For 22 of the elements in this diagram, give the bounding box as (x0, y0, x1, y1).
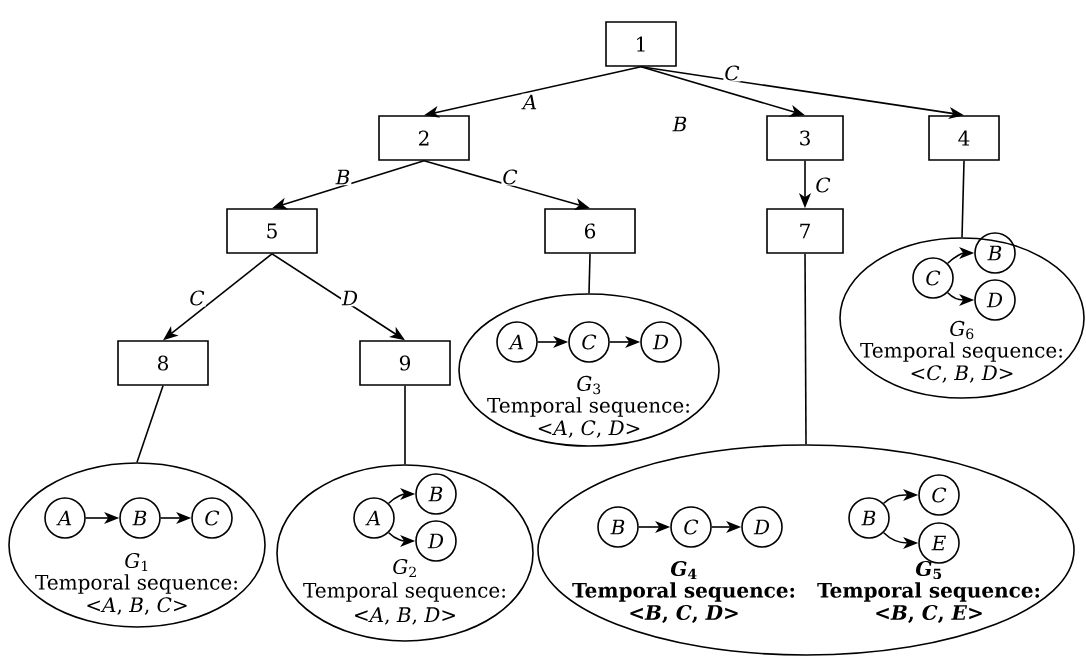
edge-label: A (521, 93, 539, 111)
connector-line (588, 253, 591, 294)
connector-line (961, 160, 965, 238)
tree-node-box: 3 (766, 115, 844, 161)
connector-line (404, 385, 406, 465)
tree-node-box: 8 (117, 340, 209, 386)
edge-label: C (814, 176, 832, 194)
edge-label: B (671, 115, 689, 133)
tree-node-box: 4 (928, 115, 1000, 161)
tree-node-box: 7 (766, 208, 844, 254)
tree-node-box: 9 (359, 340, 451, 386)
edge-label: C (723, 64, 741, 82)
tree-node-box: 6 (544, 208, 636, 254)
connector-line (136, 385, 164, 463)
connector-line (804, 253, 807, 445)
edge-label: C (188, 289, 206, 307)
tree-node-box: 1 (605, 21, 677, 67)
edge-label: D (341, 289, 359, 307)
edge-label: C (501, 168, 519, 186)
tree-node-box: 5 (226, 208, 318, 254)
tree-node-box: 2 (378, 115, 470, 161)
edge-label: B (334, 168, 352, 186)
